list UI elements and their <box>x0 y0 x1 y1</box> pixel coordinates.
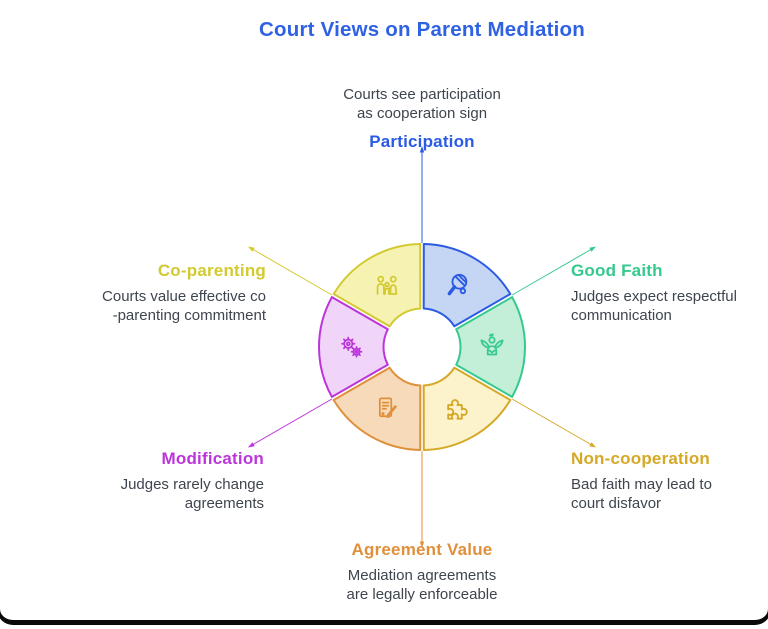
segment-description: Courts value effective co -parenting com… <box>102 288 266 324</box>
connector-arrow-agreement-value <box>419 541 425 548</box>
connector-arrow-co-parenting <box>247 246 255 252</box>
puzzle-piece-icon <box>441 392 473 424</box>
connector-line-co-parenting <box>252 249 333 296</box>
connector-arrow-modification <box>247 442 255 448</box>
segment-title: Co-parenting <box>157 261 266 280</box>
segment-title: Participation <box>369 131 475 151</box>
segment-block-agreement-value: Agreement Value Mediation agreements are… <box>347 540 498 605</box>
segment-description: Mediation agreements are legally enforce… <box>346 567 498 603</box>
donut-segment-modification <box>318 296 389 398</box>
segment-block-modification: Modification Judges rarely change agreem… <box>121 449 264 514</box>
segment-title: Agreement Value <box>351 540 493 559</box>
segment-title: Modification <box>161 449 264 468</box>
gears-icon <box>336 331 368 363</box>
segment-description: Courts see participation as cooperation … <box>343 86 501 122</box>
donut-segment-participation <box>422 243 512 328</box>
segment-description: Judges rarely change agreements <box>120 476 264 512</box>
connector-arrow-participation <box>419 146 425 153</box>
segment-title: Non-cooperation <box>571 449 710 468</box>
segment-block-co-parenting: Co-parenting Courts value effective co -… <box>102 261 266 326</box>
document-pencil-icon <box>371 392 403 424</box>
page-title: Court Views on Parent Mediation <box>259 18 585 41</box>
connector-arrow-non-cooperation <box>589 442 597 448</box>
segment-block-participation: Courts see participation as cooperation … <box>343 86 501 152</box>
table-tennis-paddle-icon <box>441 270 473 302</box>
connector-line-modification <box>252 398 333 445</box>
connector-line-good-faith <box>511 249 592 296</box>
donut-segment-non-cooperation <box>422 366 512 451</box>
donut-segment-co-parenting <box>332 243 422 328</box>
segment-title: Good Faith <box>571 261 663 280</box>
connector-arrow-good-faith <box>589 246 597 252</box>
winged-figure-icon <box>476 331 508 363</box>
segment-description: Judges expect respectful communication <box>571 288 737 324</box>
segment-description: Bad faith may lead to court disfavor <box>571 476 712 512</box>
segment-block-good-faith: Good Faith Judges expect respectful comm… <box>571 261 737 326</box>
segment-block-non-cooperation: Non-cooperation Bad faith may lead to co… <box>571 449 712 514</box>
family-icon <box>371 270 403 302</box>
connector-line-non-cooperation <box>511 398 592 445</box>
donut-segment-agreement-value <box>332 366 422 451</box>
